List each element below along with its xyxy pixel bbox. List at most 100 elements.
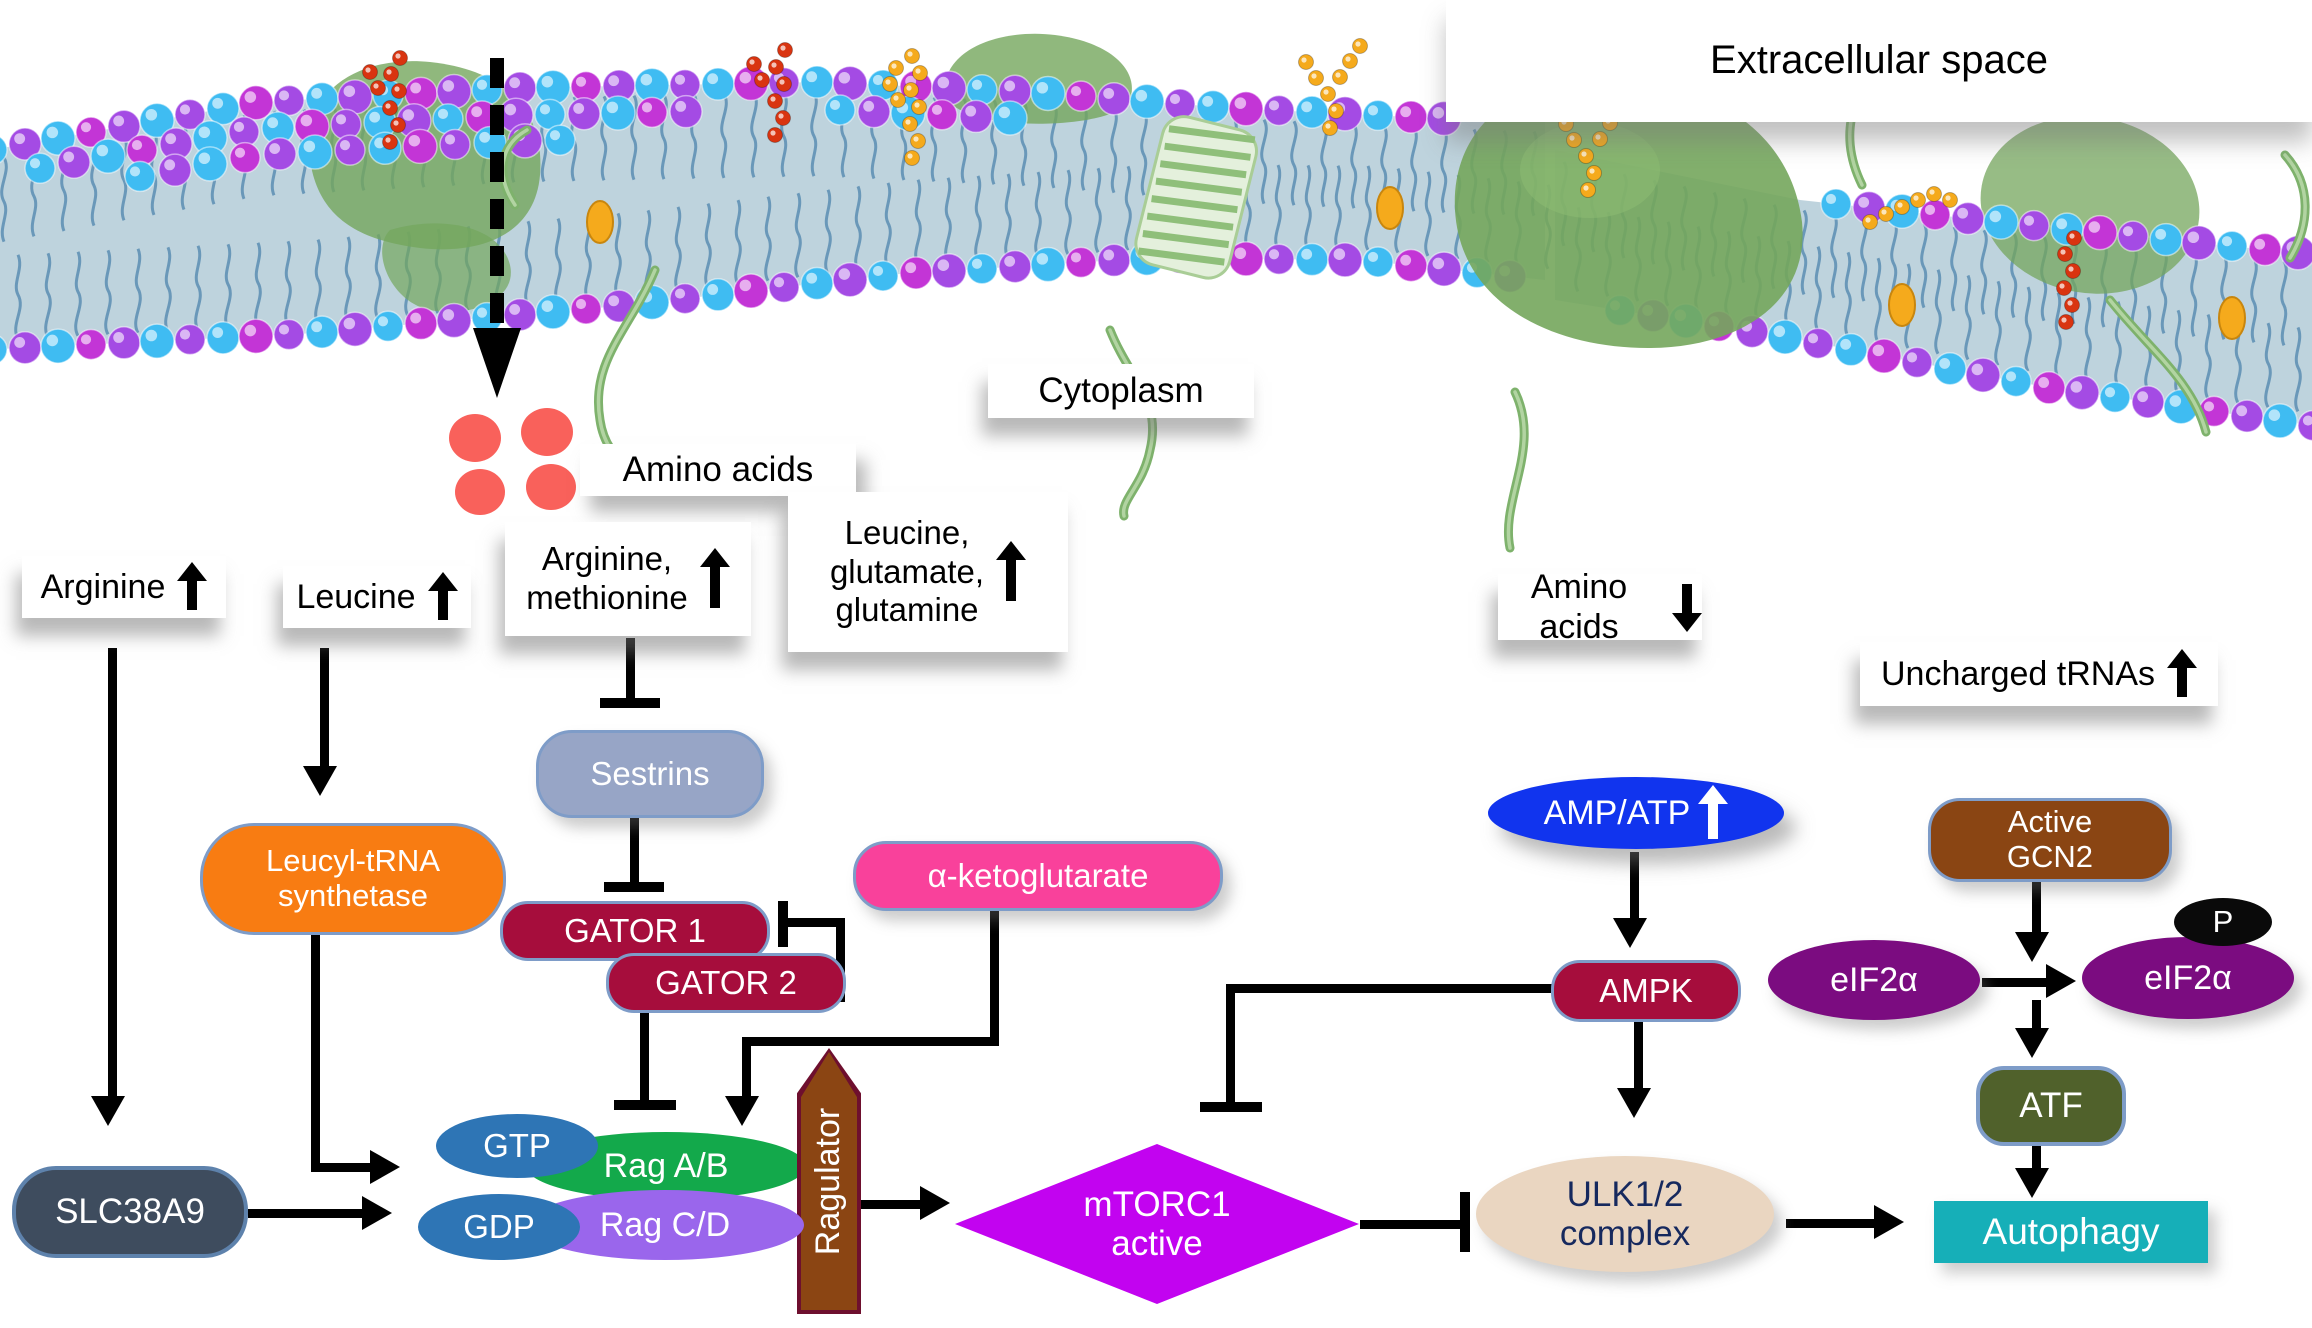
cytoplasm-text: Cytoplasm — [1038, 371, 1204, 411]
node-eif2a: eIF2α — [1768, 940, 1980, 1020]
node-gdp: GDP — [418, 1194, 580, 1260]
edge-ulk-autophagy-arrowhead — [1874, 1205, 1904, 1239]
signal-leucine-glutamate-glutamine: Leucine, glutamate, glutamine — [788, 492, 1068, 652]
edge-leucine-synthetase — [320, 648, 329, 770]
inhibition-sestrins-gator1 — [630, 814, 639, 884]
inhibition-argmet-sestrins-cap — [600, 698, 660, 708]
node-autophagy-text: Autophagy — [1982, 1211, 2160, 1253]
edge-ketoglutarate-rag — [990, 904, 999, 1046]
node-slc38a9: SLC38A9 — [12, 1166, 248, 1258]
up-arrow-icon — [2167, 649, 2197, 699]
node-eif2a-phosphorylated: eIF2α — [2082, 937, 2294, 1019]
edge-eif2a-atf — [2032, 1000, 2041, 1032]
edge-slc38a9-rag — [248, 1209, 366, 1218]
node-ampk: AMPK — [1551, 960, 1741, 1022]
signal-arginine-methionine: Arginine, methionine — [505, 522, 751, 636]
up-arrow-icon — [1698, 785, 1729, 841]
node-mtorc1-text: mTORC1 active — [1083, 1184, 1231, 1263]
inhibition-gator2-gator1-cap — [778, 901, 788, 947]
node-mtorc1: mTORC1 active — [955, 1144, 1359, 1304]
signal-arginine-text: Arginine — [40, 567, 166, 606]
edge-synthetase-rag — [311, 1163, 373, 1172]
node-ulk12-complex: ULK1/2 complex — [1476, 1156, 1774, 1272]
edge-synthetase-rag — [311, 930, 320, 1172]
node-gator1-text: GATOR 1 — [564, 911, 706, 949]
edge-ampatp-ampk — [1630, 852, 1639, 922]
signal-arginine: Arginine — [22, 556, 226, 618]
phosphate-badge: P — [2174, 898, 2272, 946]
signal-amino-acids-low: Amino acids — [1498, 568, 1702, 646]
node-rag-cd-text: Rag C/D — [599, 1205, 731, 1244]
node-gtp: GTP — [436, 1114, 598, 1178]
node-alpha-ketoglutarate-text: α-ketoglutarate — [927, 856, 1149, 894]
node-leucyl-trna-synthetase-text: Leucyl-tRNA synthetase — [266, 843, 440, 913]
edge-ragulator-mtorc1 — [860, 1200, 924, 1209]
edge-gcn2-eif2a-arrowhead — [2015, 932, 2049, 962]
node-rag-ab: Rag A/B — [526, 1132, 806, 1200]
node-atf-text: ATF — [2019, 1086, 2083, 1126]
node-alpha-ketoglutarate: α-ketoglutarate — [853, 841, 1223, 911]
extracellular-space-text: Extracellular space — [1710, 38, 2048, 83]
edge-eif2a-phosphorylation — [1982, 978, 2052, 987]
node-atf: ATF — [1976, 1066, 2126, 1146]
inhibition-mtorc1-ulk — [1360, 1220, 1462, 1229]
edge-ampatp-ampk-arrowhead — [1613, 918, 1647, 948]
up-arrow-icon — [699, 548, 730, 610]
inhibition-ampk-mtorc1 — [1226, 984, 1235, 1104]
node-eif2a-text: eIF2α — [1830, 960, 1918, 999]
edge-slc38a9-rag-arrowhead — [362, 1196, 392, 1230]
phosphate-badge-text: P — [2212, 903, 2234, 939]
node-autophagy: Autophagy — [1934, 1201, 2208, 1263]
signal-arginine-methionine-text: Arginine, methionine — [526, 540, 688, 616]
inhibition-ampk-mtorc1 — [1226, 984, 1552, 993]
edge-synthetase-rag-arrowhead — [370, 1150, 400, 1184]
node-gator2-text: GATOR 2 — [655, 963, 797, 1001]
inhibition-ampk-mtorc1-cap — [1200, 1102, 1262, 1112]
inhibition-mtorc1-ulk-cap — [1460, 1192, 1470, 1252]
node-eif2a-phosphorylated-text: eIF2α — [2144, 958, 2232, 997]
edge-arginine-slc38a9-arrowhead — [91, 1096, 125, 1126]
inhibition-gator-ragab-cap — [614, 1100, 676, 1110]
up-arrow-icon — [177, 562, 208, 612]
down-arrow-icon — [1672, 582, 1702, 632]
edge-eif2a-atf-arrowhead — [2015, 1028, 2049, 1058]
signal-leucine-text: Leucine — [296, 577, 416, 616]
edge-arginine-slc38a9 — [108, 648, 117, 1100]
edge-ulk-autophagy — [1786, 1219, 1880, 1228]
edge-atf-autophagy-arrowhead — [2015, 1168, 2049, 1198]
node-amp-atp: AMP/ATP — [1488, 777, 1784, 849]
amino-acids-label: Amino acids — [580, 444, 856, 496]
edge-ampk-ulk-arrowhead — [1617, 1088, 1651, 1118]
inhibition-gator-ragab — [640, 1008, 649, 1102]
cytoplasm-label: Cytoplasm — [988, 364, 1254, 418]
node-ampk-text: AMPK — [1599, 971, 1693, 1009]
node-amp-atp-text: AMP/ATP — [1543, 793, 1691, 832]
node-sestrins: Sestrins — [536, 730, 764, 818]
signal-amino-acids-low-text: Amino acids — [1530, 567, 1628, 646]
signal-leucine: Leucine — [283, 566, 471, 628]
node-ragulator-text: Ragulator — [809, 1107, 848, 1255]
inhibition-sestrins-gator1-cap — [604, 882, 664, 892]
node-gdp-text: GDP — [463, 1207, 535, 1245]
edge-ketoglutarate-rag — [742, 1037, 751, 1099]
inhibition-gator2-gator1 — [836, 918, 845, 1002]
edge-gcn2-eif2a — [2032, 878, 2041, 938]
node-sestrins-text: Sestrins — [590, 754, 710, 792]
edge-ragulator-mtorc1-arrowhead — [920, 1186, 950, 1220]
node-gator1: GATOR 1 — [500, 901, 770, 961]
edge-ampk-ulk — [1634, 1018, 1643, 1092]
up-arrow-icon — [427, 572, 458, 622]
edge-leucine-synthetase-arrowhead — [303, 766, 337, 796]
node-ragulator: Ragulator — [797, 1048, 861, 1314]
signal-uncharged-trnas: Uncharged tRNAs — [1860, 642, 2218, 706]
edge-ketoglutarate-rag — [742, 1037, 994, 1046]
amino-acids-text: Amino acids — [622, 450, 814, 490]
node-gtp-text: GTP — [483, 1126, 551, 1164]
node-active-gcn2: Active GCN2 — [1928, 798, 2172, 882]
node-gator2: GATOR 2 — [606, 953, 846, 1013]
edge-atf-autophagy — [2032, 1140, 2041, 1172]
extracellular-space-label: Extracellular space — [1446, 0, 2312, 122]
node-rag-ab-text: Rag A/B — [603, 1146, 729, 1185]
edge-eif2a-phosphorylation-arrowhead — [2046, 964, 2076, 998]
